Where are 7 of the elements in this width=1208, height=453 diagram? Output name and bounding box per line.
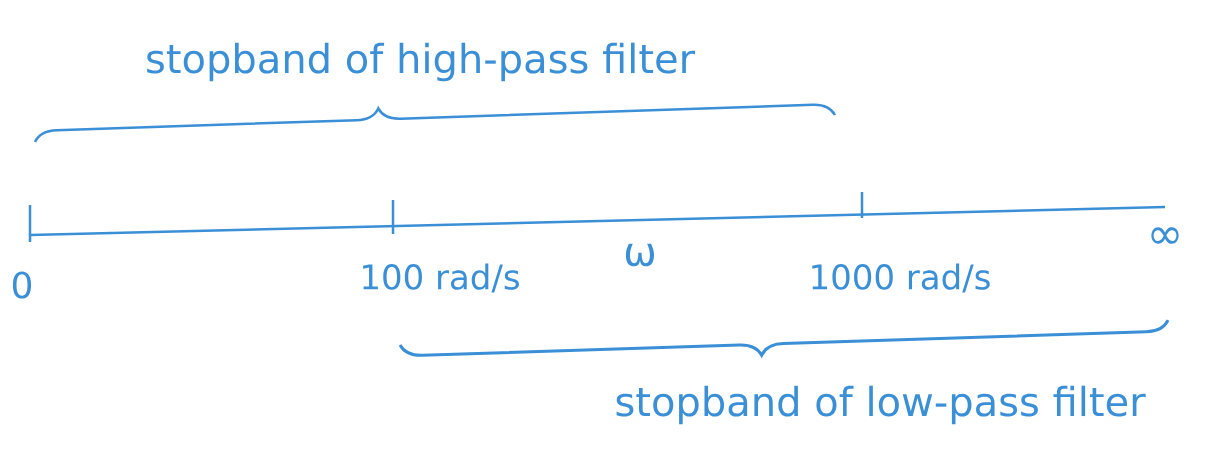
tick-label: 1000 rad/s xyxy=(812,263,990,293)
axis-label: ω xyxy=(625,243,654,267)
tick-label: 100 rad/s xyxy=(363,263,519,293)
brace-label: stopband of high-pass filter xyxy=(147,42,696,82)
tick-label: ∞ xyxy=(1151,227,1179,244)
tick-label: 0 xyxy=(12,271,32,299)
brace-label: stopband of low-pass filter xyxy=(616,385,1146,425)
